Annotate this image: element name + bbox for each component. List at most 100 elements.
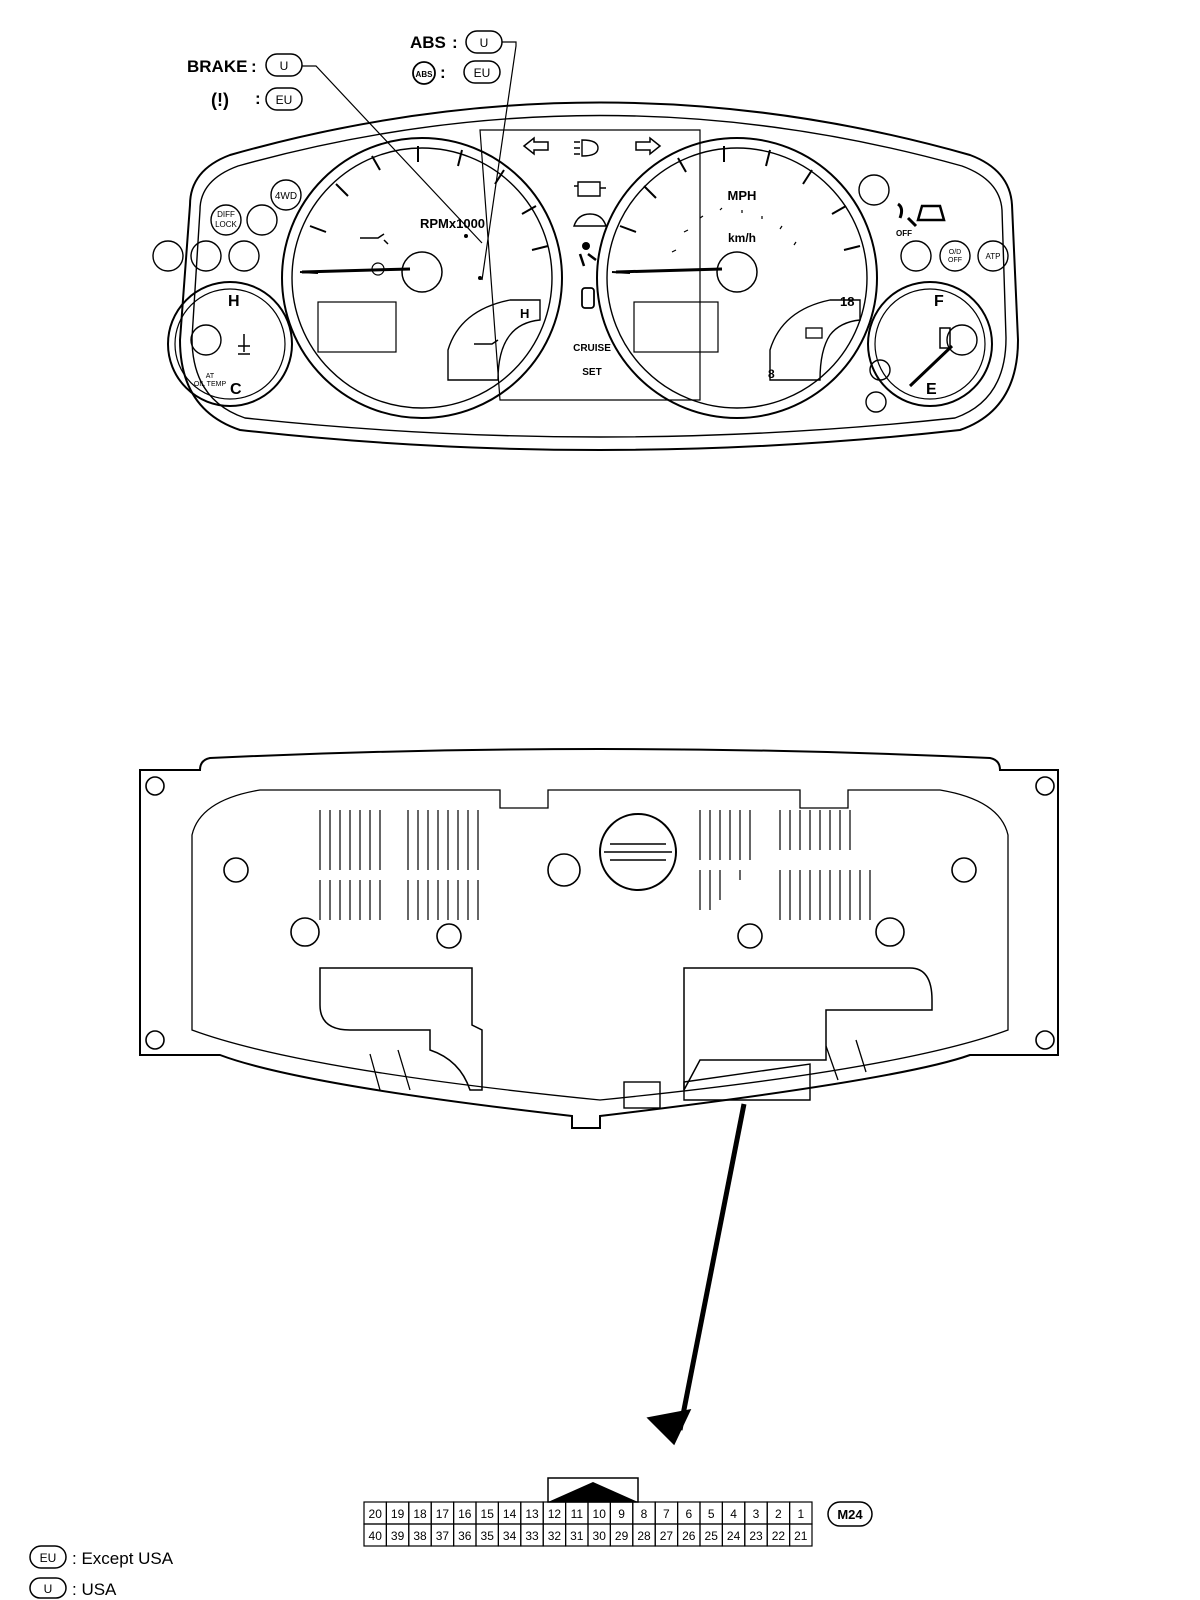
security-indicator-icon: [573, 213, 607, 227]
tachometer-needle: [301, 267, 411, 274]
connector-pin-number: 23: [749, 1529, 763, 1543]
connector-pin-number: 7: [663, 1507, 670, 1521]
rear-screw-boss-4: [737, 923, 763, 949]
fuel-gauge-needle: [908, 344, 954, 388]
blank-warning-lamp-1: [190, 240, 222, 272]
connector-pin-number: 9: [618, 1507, 625, 1521]
water-temp-gauge: [167, 281, 293, 407]
connector-pin-number: 4: [730, 1507, 737, 1521]
speedometer-lcd-window: [633, 301, 719, 353]
oil-gauge-icon: [474, 339, 499, 345]
rear-circuit-area-right: [683, 967, 933, 1091]
set-indicator: SET: [582, 367, 601, 378]
fuel-empty-mark: E: [926, 381, 937, 398]
airbag-warning-icon-body: [578, 253, 597, 267]
od-off-indicator: [939, 240, 971, 272]
left-mounting-hole-bottom: [145, 1030, 165, 1050]
connector-pin-number: 21: [794, 1529, 808, 1543]
brake-eu-colon: :: [255, 89, 261, 108]
brake-leader-line: [302, 65, 483, 244]
water-temp-hub: [190, 324, 222, 356]
voltmeter-high-mark: 18: [840, 294, 854, 309]
4wd-indicator: [270, 179, 302, 211]
connector-m24-housing: [683, 1063, 811, 1101]
connector-pin-number: 39: [391, 1529, 405, 1543]
door-open-warning-icon: [581, 287, 595, 309]
connector-pin-number: 5: [708, 1507, 715, 1521]
connector-pin-number: 33: [525, 1529, 539, 1543]
brake-usa-badge: [265, 53, 303, 77]
connector-pin-number: 10: [593, 1507, 607, 1521]
rear-vent-slots: [319, 810, 871, 920]
legend-eu-badge: [29, 1545, 67, 1569]
speedometer-bezel: [596, 137, 878, 419]
voltmeter-battery-icon: [805, 327, 823, 339]
abs-warning-icon-text: ABS: [416, 70, 434, 79]
connector-pin-number: 11: [571, 1507, 584, 1521]
legend-eu-badge-text: EU: [40, 1551, 57, 1565]
center-indicator-panel: [479, 129, 701, 401]
connector-pin-cell: [788, 1523, 813, 1547]
charge-warning-icon: [858, 174, 890, 206]
brake-callout: BRAKE : U (!) : EU: [187, 53, 483, 244]
connector-pin-number: 6: [685, 1507, 692, 1521]
turn-signal-left-icon: [522, 136, 549, 156]
water-temp-gauge-inner: [174, 288, 286, 400]
oil-pressure-subgauge: [447, 299, 541, 381]
speedometer-unit-mph: MPH: [728, 188, 757, 203]
connector-pin-number: 16: [458, 1507, 472, 1521]
brake-colon: :: [251, 57, 257, 76]
connector-pin-number: 31: [570, 1529, 584, 1543]
abs-callout: ABS : U ABS : EU: [410, 30, 517, 281]
rear-latch-left: [369, 1049, 411, 1091]
oil-temp-label-line2: OIL TEMP: [194, 381, 227, 388]
oil-pressure-warning-icon: [371, 262, 385, 276]
oil-temp-label-line1: AT: [206, 373, 215, 380]
connector-pin-number: 12: [548, 1507, 562, 1521]
abs-eu-colon: :: [440, 63, 446, 82]
od-off-text-line2: OFF: [948, 257, 962, 264]
connector-pin-number: 30: [593, 1529, 607, 1543]
malfunction-indicator-icon: [574, 181, 606, 197]
connector-pin-number: 40: [369, 1529, 383, 1543]
connector-pin-number: 27: [660, 1529, 674, 1543]
cluster-inner-bezel: [191, 114, 1007, 438]
arrow-head: [646, 1408, 692, 1446]
connector-pointer-arrow: [646, 1103, 747, 1446]
diff-lock-text-line2: LOCK: [215, 220, 237, 229]
vdc-off-text: OFF: [896, 229, 912, 238]
bulb-socket-slot: [604, 843, 672, 861]
tachometer-dial: [291, 147, 553, 409]
cluster-front-view: RPMx1000 H MPH km/h 18 8: [152, 101, 1020, 451]
connector-pin-number: 2: [775, 1507, 782, 1521]
od-off-text-line1: O/D: [949, 249, 961, 256]
connector-id-badge: [827, 1501, 873, 1527]
rear-circuit-area-left: [319, 967, 483, 1091]
legend-usa-badge: [29, 1577, 67, 1599]
speedometer-needle: [615, 267, 723, 274]
connector-pin-number: 32: [548, 1529, 562, 1543]
tachometer-lcd-window: [317, 301, 397, 353]
abs-eu-badge: [463, 60, 501, 84]
voltmeter-low-mark: 8: [768, 367, 775, 381]
connector-id: M24: [837, 1507, 863, 1522]
high-beam-icon: [574, 139, 599, 157]
diff-lock-indicator: [210, 204, 242, 236]
abs-colon: :: [452, 33, 458, 52]
speedometer-dial: [606, 147, 868, 409]
tachometer-label: RPMx1000: [420, 216, 485, 231]
connector-pin-number: 13: [525, 1507, 539, 1521]
brake-warning-lamp-location: [464, 234, 468, 238]
tachometer-ticks: [299, 146, 549, 274]
legend: EU : Except USA U : USA: [29, 1545, 174, 1599]
connector-pin-number: 3: [753, 1507, 760, 1521]
connector-pin-number: 14: [503, 1507, 517, 1521]
voltmeter-subgauge: [769, 299, 861, 381]
rear-screw-boss-3: [436, 923, 462, 949]
abs-usa-badge-text: U: [480, 36, 489, 50]
seat-belt-warning-icon: [246, 204, 278, 236]
oil-can-icon: [360, 233, 389, 245]
atp-indicator: [977, 240, 1009, 272]
